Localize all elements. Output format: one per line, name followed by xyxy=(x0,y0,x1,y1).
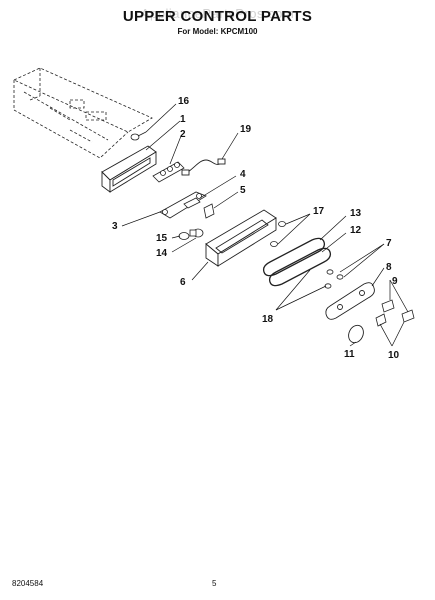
callout-8: 8 xyxy=(386,262,392,273)
callout-7: 7 xyxy=(386,238,392,249)
callout-4: 4 xyxy=(240,169,246,180)
callout-5: 5 xyxy=(240,185,246,196)
part-1-control-panel xyxy=(101,145,157,193)
part-6-frame xyxy=(205,209,277,267)
callout-16: 16 xyxy=(178,96,190,107)
part-8-panel xyxy=(325,282,375,320)
callout-18: 18 xyxy=(262,314,274,325)
part-4-spring xyxy=(183,197,201,209)
part-12-13-gaskets xyxy=(262,237,332,287)
housing-outline xyxy=(13,67,153,159)
model-subtitle: For Model: KPCM100 xyxy=(177,27,258,36)
callout-11: 11 xyxy=(344,349,355,360)
part-5-clip xyxy=(203,203,215,219)
watermark: AppliancePartsPros.com xyxy=(140,6,295,21)
part-2-switch-board xyxy=(152,161,185,183)
callout-13: 13 xyxy=(350,208,362,219)
part-16-screw xyxy=(130,131,147,141)
part-19-wire-harness xyxy=(181,158,226,176)
page-number: 5 xyxy=(212,579,217,588)
page-title: UPPER CONTROL PARTS xyxy=(122,8,313,25)
callout-15: 15 xyxy=(156,233,168,244)
callout-6: 6 xyxy=(180,277,186,288)
part-11-disc xyxy=(348,324,364,344)
part-7-screws xyxy=(324,269,344,289)
leader-lines xyxy=(121,103,409,347)
callout-14: 14 xyxy=(156,248,168,259)
callout-9: 9 xyxy=(392,276,398,287)
callout-19: 19 xyxy=(240,124,252,135)
callout-12: 12 xyxy=(350,225,362,236)
callout-3: 3 xyxy=(112,221,118,232)
callout-1: 1 xyxy=(180,114,186,125)
callout-17: 17 xyxy=(313,206,325,217)
callout-numbers: 16 1 2 19 4 5 3 15 14 17 13 12 6 7 8 9 1… xyxy=(112,96,400,361)
part-17-screws xyxy=(270,221,286,247)
part-9-buttons xyxy=(381,299,415,323)
doc-number: 8204584 xyxy=(12,579,44,588)
part-10-lens xyxy=(375,313,387,327)
callout-10: 10 xyxy=(388,350,400,361)
part-14-15-knob xyxy=(178,228,204,240)
callout-2: 2 xyxy=(180,129,186,140)
part-3-bracket xyxy=(159,191,207,219)
